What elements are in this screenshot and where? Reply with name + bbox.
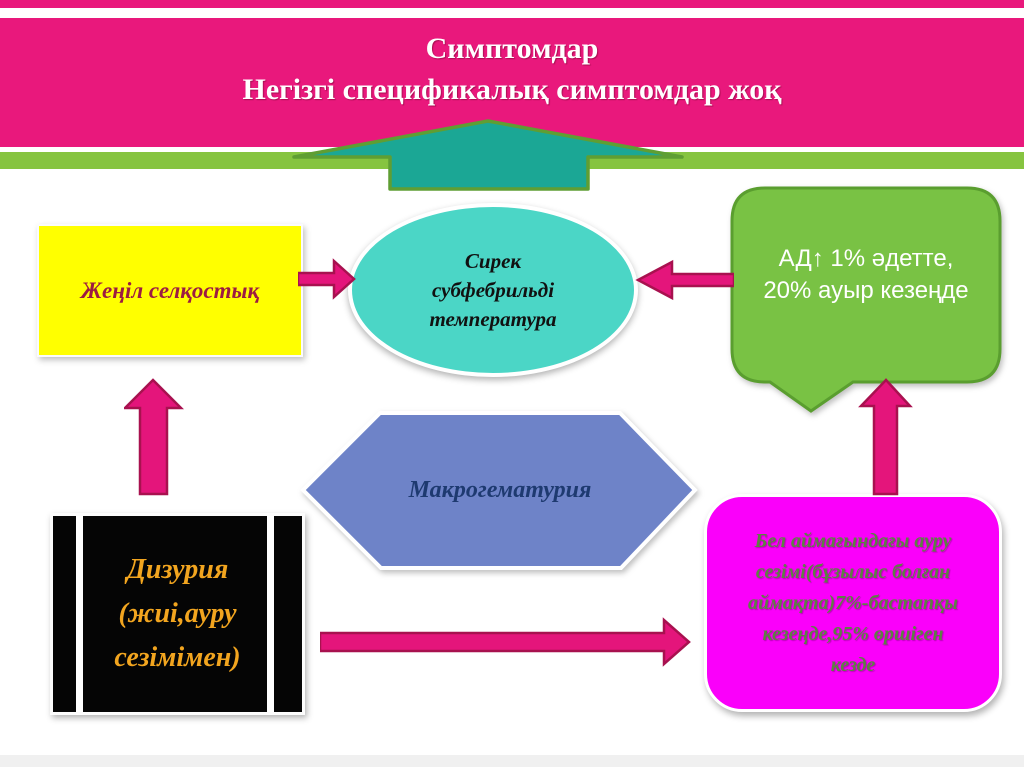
node-blood-pressure-line: АД↑ 1% әдетте, [778, 245, 954, 272]
arrow-lethargy-to-temperature [298, 258, 356, 300]
node-temperature: Сирек субфебрильді температура [348, 203, 638, 377]
top-accent-bar [0, 0, 1024, 8]
node-temperature-line: субфебрильді [431, 277, 555, 302]
node-back-pain-line: кезеңде,95% өршіген [762, 622, 944, 645]
teal-up-block-arrow [292, 119, 684, 191]
arrow-bloodpressure-to-temperature [635, 259, 734, 301]
node-macrohematuria-label: Макрогематурия [408, 477, 592, 503]
bottom-edge-bar [0, 755, 1024, 767]
node-blood-pressure-line: 20% ауыр кезеңде [763, 277, 969, 304]
node-temperature-line: температура [429, 306, 557, 331]
arrow-dysuria-to-backpain [320, 617, 691, 667]
node-lethargy: Жеңіл селқостық [37, 224, 303, 357]
node-back-pain: Бел аймағындағы ауру сезімі(бұзылыс болғ… [704, 494, 1002, 712]
slide-title-line-1: Симптомдар [425, 32, 599, 65]
node-back-pain-line: Бел аймағындағы ауру [754, 529, 952, 552]
node-dysuria: Дизурия (жиі,ауру сезімімен) [50, 513, 305, 715]
node-dysuria-line: Дизурия [126, 554, 229, 585]
node-blood-pressure-label: АД↑ 1% әдетте, 20% ауыр кезеңде [735, 243, 997, 307]
stripe-decoration [267, 516, 274, 712]
slide-title-line-2: Негізгі спецификалық симптомдар жоқ [242, 73, 782, 106]
node-back-pain-line: сезімі(бұзылыс болған [755, 560, 951, 583]
node-macrohematuria-hexagon [300, 411, 698, 570]
node-dysuria-line: сезімімен) [114, 642, 241, 673]
node-lethargy-label: Жеңіл селқостық [80, 277, 260, 303]
node-back-pain-line: аймақта)7%-бастапқы [747, 591, 959, 614]
node-temperature-line: Сирек [464, 248, 522, 273]
node-dysuria-line: (жиі,ауру [118, 598, 237, 629]
node-back-pain-line: кезде [830, 653, 876, 676]
arrow-backpain-to-bloodpressure [858, 378, 913, 496]
node-blood-pressure-bubble [730, 186, 1002, 413]
stripe-decoration [76, 516, 83, 712]
arrow-dysuria-to-lethargy [124, 378, 184, 496]
